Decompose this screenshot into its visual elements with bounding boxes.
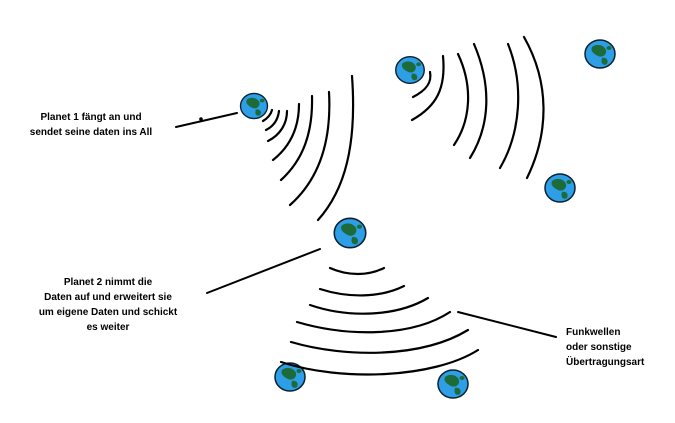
stray-dot [199,117,203,121]
planet-2-icon [333,217,367,249]
label-planet-1-line: Planet 1 fängt an und [40,112,142,123]
pointer-line-waves [457,311,557,338]
planet-1-icon [239,92,269,120]
label-planet-2: Planet 2 nimmt die Daten auf und erweite… [10,275,206,335]
waves-planet-1 [261,74,355,222]
label-planet-2-line: es weiter [86,322,130,333]
label-waves-line: Übertragungsart [566,357,645,368]
label-planet-2-line: Planet 2 nimmt die [63,277,153,288]
wave-arc [308,296,430,315]
label-planet-2-line: um eigene Daten und schickt [38,307,178,318]
wave-arc [279,94,314,182]
wave-arc [468,42,488,160]
planet-icon [584,39,616,69]
wave-arc [295,310,452,334]
wave-arc [498,42,520,170]
waves-right [410,35,545,180]
planet-icon [437,369,469,399]
wave-arc [264,109,281,132]
planet-icon [544,173,576,203]
label-waves-line: Funkwellen [566,327,621,338]
label-planet-1-line: sendet seine daten ins All [29,127,153,138]
wave-arc [410,54,445,122]
wave-arc [288,90,331,207]
wave-arc [271,102,301,162]
pointer-line-planet-2 [206,248,321,294]
wave-arc [266,109,289,143]
wave-arc [261,108,274,123]
wave-arc [452,52,470,147]
wave-arc [411,70,432,99]
pointer-line-planet-1 [175,112,238,128]
label-planet-2-line: Daten auf und erweitert sie [44,292,172,303]
wave-arc [318,284,406,297]
label-planet-1: Planet 1 fängt an und sendet seine daten… [6,110,176,140]
wave-arc [328,266,386,276]
waves-planet-2 [279,266,480,376]
label-waves-line: oder sonstige [566,342,632,353]
label-waves: Funkwellen oder sonstige Übertragungsart [566,325,644,370]
wave-arc [279,348,480,376]
planet-icon [395,55,425,85]
wave-arc [522,35,545,180]
wave-arc [289,328,470,354]
wave-arc [316,74,355,222]
